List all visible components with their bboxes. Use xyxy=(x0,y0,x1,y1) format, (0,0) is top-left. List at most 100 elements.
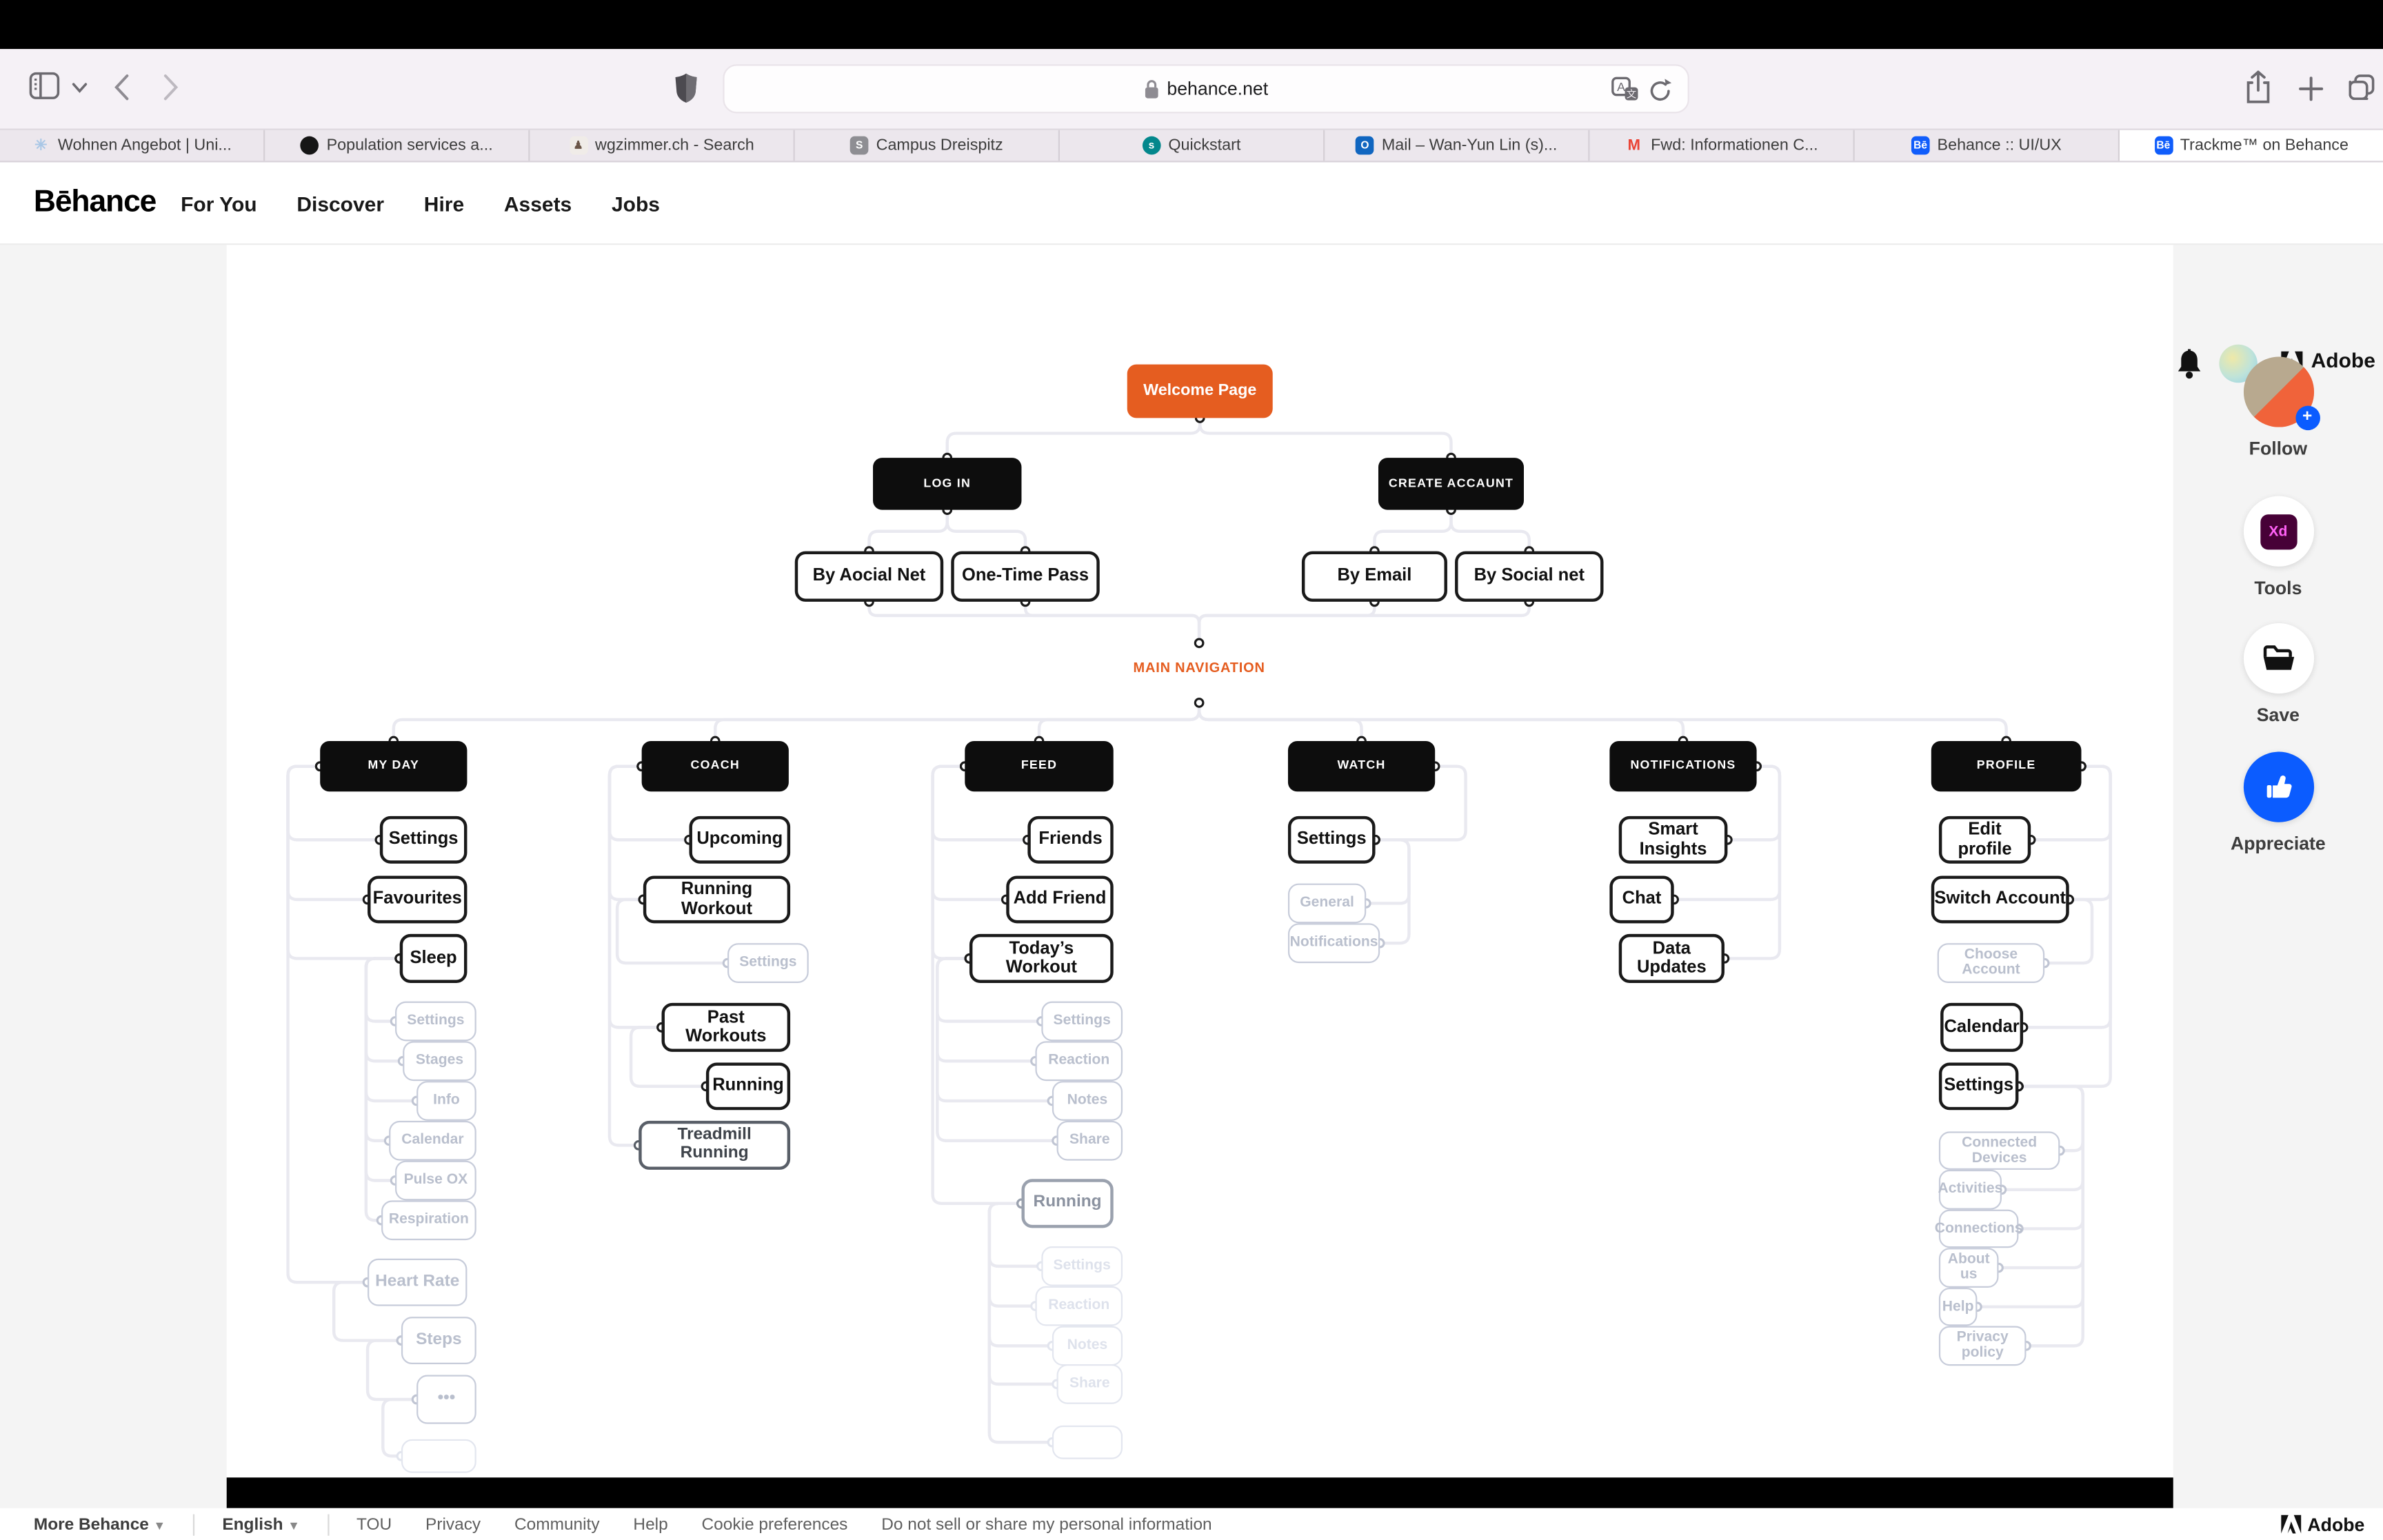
flow-node-label: Connections xyxy=(1934,1219,2023,1237)
share-icon[interactable] xyxy=(2245,70,2271,104)
flow-node-label: Settings xyxy=(1053,1257,1111,1274)
flow-node-fe_s4: Share xyxy=(1056,1120,1123,1161)
author-avatar[interactable]: + xyxy=(2242,356,2320,431)
flow-node-label: PROFILE xyxy=(1976,758,2036,773)
chevron-down-icon[interactable] xyxy=(72,83,88,94)
footer-link[interactable]: Do not sell or share my personal informa… xyxy=(881,1514,1212,1534)
behance-logo[interactable]: Bēhance xyxy=(33,185,157,219)
flow-node-fe_s2: Reaction xyxy=(1035,1041,1123,1082)
footer-link[interactable]: TOU xyxy=(356,1514,392,1534)
language-menu[interactable]: English▼ xyxy=(222,1514,300,1534)
flow-node-label: Calendar xyxy=(1944,1017,2020,1037)
more-behance-menu[interactable]: More Behance▼ xyxy=(33,1514,166,1534)
flow-node-md_s2: Stages xyxy=(403,1041,476,1082)
save-widget: Save xyxy=(2173,622,2383,726)
flow-node-md_s5: Pulse OX xyxy=(395,1160,476,1201)
browser-tab-strip: ✳Wohnen Angebot | Uni... Population servi… xyxy=(0,130,2383,163)
flow-node-pr_set: Settings xyxy=(1938,1062,2019,1111)
flow-node-label: Data Updates xyxy=(1636,940,1707,977)
adobe-xd-icon: Xd xyxy=(2260,514,2297,549)
footer-adobe-logo: Adobe xyxy=(2280,1514,2364,1535)
nav-links: For You Discover Hire Assets Jobs xyxy=(181,162,660,245)
tab-favicon: s xyxy=(1142,136,1161,155)
translate-icon[interactable]: A 文 xyxy=(1611,77,1639,101)
tab-title: Behance :: UI/UX xyxy=(1937,136,2062,155)
browser-tab[interactable]: ♟wgzimmer.ch - Search xyxy=(530,130,795,161)
sidebar-toggle-icon[interactable] xyxy=(28,70,61,101)
tab-title: Population services a... xyxy=(326,136,493,155)
flow-node-fe_friends: Friends xyxy=(1027,815,1114,864)
flow-node-label: Heart Rate xyxy=(375,1272,460,1290)
tools-button[interactable]: Xd xyxy=(2242,496,2313,567)
forward-icon[interactable] xyxy=(162,74,179,101)
flow-node-pr_c4: About us xyxy=(1938,1248,1999,1288)
tab-title: Campus Dreispitz xyxy=(876,136,1003,155)
tools-label: Tools xyxy=(2254,577,2302,599)
footer-link[interactable]: Cookie preferences xyxy=(701,1514,848,1534)
reload-icon[interactable] xyxy=(1648,78,1673,104)
flow-node-feed: FEED xyxy=(965,741,1114,792)
nav-link-hire[interactable]: Hire xyxy=(423,192,465,216)
footer-link[interactable]: Community xyxy=(514,1514,600,1534)
new-tab-icon[interactable] xyxy=(2299,77,2324,101)
flow-node-pr_cal: Calendar xyxy=(1940,1002,2024,1052)
flow-node-label: Running xyxy=(712,1077,784,1096)
page-footer: More Behance▼ English▼ TOU Privacy Communi… xyxy=(0,1508,2383,1540)
follow-label: Follow xyxy=(2249,438,2308,460)
flow-node-fe_t2: Reaction xyxy=(1035,1286,1123,1326)
flow-node-label: Connected Devices xyxy=(1962,1133,2038,1166)
footer-link[interactable]: Privacy xyxy=(425,1514,481,1534)
save-label: Save xyxy=(2256,704,2300,726)
tab-overview-icon[interactable] xyxy=(2348,74,2375,101)
footer-link[interactable]: Help xyxy=(633,1514,668,1534)
notifications-bell-icon[interactable] xyxy=(2176,349,2202,379)
flow-node-label: Switch Account xyxy=(1934,890,2067,909)
thumbs-up-icon xyxy=(2266,775,2291,798)
save-button[interactable] xyxy=(2242,622,2313,694)
browser-tab[interactable]: Bē Behance :: UI/UX xyxy=(1855,130,2120,161)
flow-node-fe_t3: Notes xyxy=(1052,1326,1123,1366)
browser-tab[interactable]: Population services a... xyxy=(265,130,530,161)
flow-node-label: Choose Account xyxy=(1962,946,2020,979)
nav-link-jobs[interactable]: Jobs xyxy=(611,192,660,216)
flow-node-label: COACH xyxy=(690,758,740,773)
appreciate-label: Appreciate xyxy=(2230,833,2326,855)
nav-link-for-you[interactable]: For You xyxy=(181,192,257,216)
browser-tab[interactable]: ✳Wohnen Angebot | Uni... xyxy=(0,130,265,161)
svg-text:文: 文 xyxy=(1627,88,1636,100)
flow-node-label: Edit profile xyxy=(1958,821,2012,858)
appreciate-button[interactable] xyxy=(2242,751,2313,822)
flow-node-label: Settings xyxy=(1296,830,1367,849)
address-bar[interactable]: behance.net A 文 xyxy=(723,64,1689,114)
tab-title: Mail – Wan-Yun Lin (s)... xyxy=(1381,136,1558,155)
flow-node-byemail: By Email xyxy=(1301,551,1447,602)
svg-text:A: A xyxy=(1617,80,1625,94)
flow-node-fe_today: Today’s Workout xyxy=(969,933,1114,983)
tab-title: Quickstart xyxy=(1168,136,1241,155)
follow-plus-badge[interactable]: + xyxy=(2295,405,2320,431)
flow-node-label: Sleep xyxy=(410,949,457,968)
flow-node-label: Privacy policy xyxy=(1956,1328,2009,1361)
tab-favicon: M xyxy=(1627,136,1641,154)
flow-node-create: CREATE ACCAUNT xyxy=(1378,458,1524,510)
nav-link-discover[interactable]: Discover xyxy=(296,192,385,216)
browser-tab[interactable]: s Quickstart xyxy=(1060,130,1325,161)
flow-node-label: Info xyxy=(433,1091,460,1109)
back-icon[interactable] xyxy=(113,74,130,101)
privacy-shield-icon[interactable] xyxy=(674,72,698,104)
flow-node-label: ••• xyxy=(437,1389,456,1408)
flow-node-co_runwork: Running Workout xyxy=(643,875,791,924)
macos-top-bar xyxy=(0,0,2383,50)
nav-link-assets[interactable]: Assets xyxy=(503,192,572,216)
flow-node-label: Upcoming xyxy=(696,830,783,849)
flow-node-label: Reaction xyxy=(1048,1297,1110,1314)
tab-favicon: Bē xyxy=(1911,136,1930,155)
flow-node-md_heart: Heart Rate xyxy=(368,1258,467,1306)
flow-node-byaocial: By Aocial Net xyxy=(794,551,944,602)
flow-node-myday: MY DAY xyxy=(320,741,467,792)
